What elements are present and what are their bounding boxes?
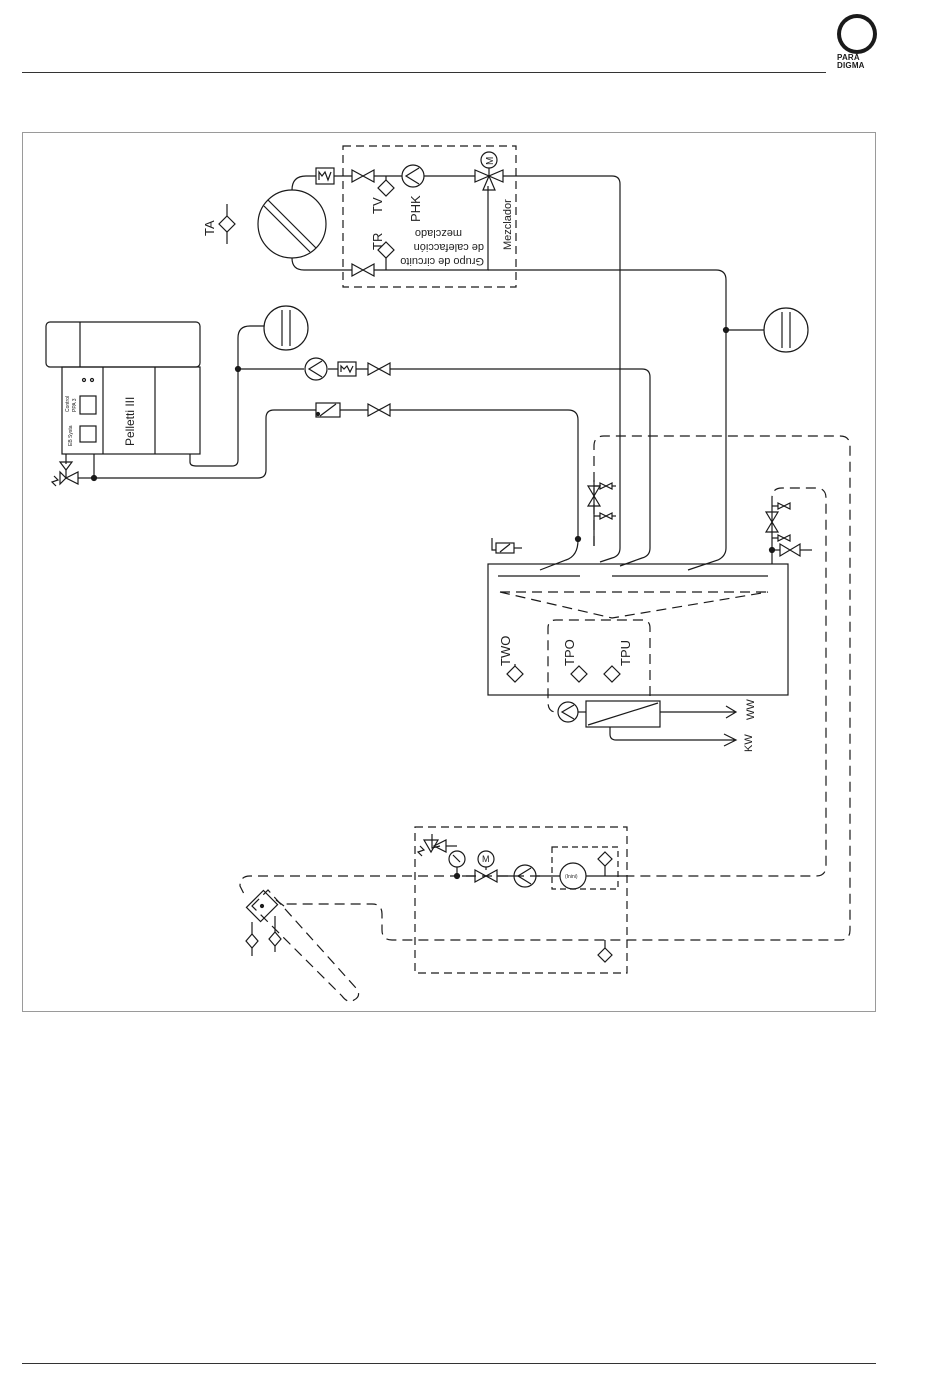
- group-label-line2: de calefacción: [414, 241, 484, 253]
- control-model-label: PPA 3: [72, 398, 78, 412]
- solar-return-sensor-icon: [598, 940, 612, 962]
- heating-expansion-vessel-icon: [764, 308, 808, 352]
- solar-coil-dashed: [500, 592, 768, 618]
- strainer-icon: [316, 168, 334, 184]
- solar-pressure-gauge-icon: [449, 851, 465, 876]
- radiator-icon: [258, 190, 326, 258]
- solar-flow-sensor-icon: [598, 852, 612, 876]
- mixer-motor-label: M: [485, 157, 496, 165]
- mixer-bypass-pipe: [488, 270, 726, 570]
- ta-sensor-icon: [219, 204, 235, 244]
- return-valve-icon: [368, 404, 390, 416]
- kw-label: KW: [743, 734, 755, 752]
- ta-label: TA: [202, 220, 217, 236]
- footer-rule: [22, 1363, 876, 1364]
- solar-display-label: (Inini): [565, 874, 578, 880]
- supply-shutoff-valve-icon: [352, 170, 374, 182]
- ww-label: WW: [745, 699, 757, 720]
- tpo-label: TPO: [562, 639, 577, 666]
- solar-motor-label: M: [482, 854, 490, 864]
- phk-label: PHK: [408, 195, 423, 222]
- tv-sensor-icon: [378, 176, 394, 196]
- charge-strainer-icon: [338, 362, 356, 376]
- solar-return-dashed-pipe: [240, 488, 826, 894]
- tpo-sensor-icon: [571, 666, 587, 682]
- boiler-label: Pelletti III: [123, 397, 137, 446]
- boiler-return-pipe: [94, 410, 578, 570]
- boiler-safety-valve-icon: [52, 462, 94, 486]
- kw-inlet-pipe: [610, 727, 736, 746]
- boiler-flow-pipe: [190, 326, 264, 466]
- collector-sensor-2-icon: [269, 916, 281, 952]
- tpu-label: TPU: [618, 640, 633, 666]
- charge-pump-icon: [305, 358, 327, 380]
- solar-collector-icon: [246, 890, 358, 1001]
- tpu-sensor-icon: [604, 666, 620, 682]
- two-label: TWO: [498, 636, 513, 666]
- buffer-valve-cluster-right: [766, 503, 812, 564]
- solar-junction-dot: [455, 874, 460, 879]
- ww-outlet-pipe: [660, 706, 736, 718]
- dhw-pump-icon: [558, 702, 578, 722]
- freshwater-exchanger-icon: [586, 701, 660, 727]
- tank-sensor-probe-icon: [492, 538, 522, 553]
- phk-pump-icon: [402, 165, 424, 187]
- group-label-line3: mezclado: [415, 227, 462, 239]
- valve-junction-dot: [770, 548, 775, 553]
- group-label-line1: Grupo de circuito: [400, 255, 484, 267]
- charge-valve-icon: [368, 363, 390, 375]
- tr-label: TR: [370, 233, 385, 250]
- tv-label: TV: [370, 197, 385, 214]
- mixer-label: Mezclador: [502, 199, 514, 250]
- solar-station-box: [415, 827, 627, 973]
- vessel-junction-dot: [724, 328, 729, 333]
- buffer-valve-cluster-left: [588, 480, 616, 546]
- expansion-vessel-icon: [264, 306, 308, 350]
- control-label: Control: [65, 396, 71, 412]
- check-valve-icon: [316, 403, 340, 417]
- control-system-label: EB Systa: [68, 425, 74, 446]
- buffer-return-dot: [576, 537, 581, 542]
- collector-sensor-1-icon: [246, 922, 258, 956]
- buffer-charge-pipe: [238, 369, 650, 566]
- return-shutoff-valve-icon: [352, 264, 374, 276]
- buffer-tank: [488, 564, 788, 695]
